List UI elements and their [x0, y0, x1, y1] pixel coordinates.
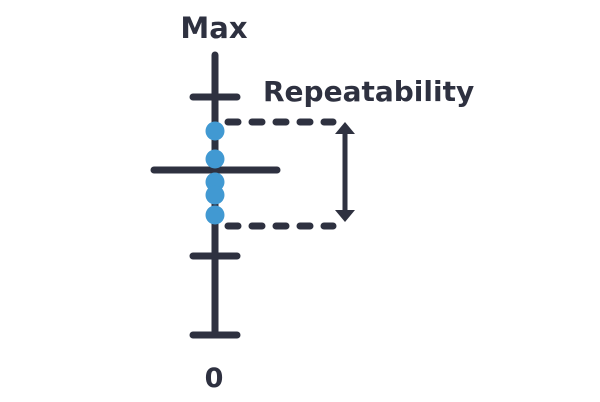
measurement-point [205, 172, 225, 192]
measurement-point [205, 205, 225, 225]
zero-label: 0 [205, 363, 224, 394]
max-label: Max [180, 11, 247, 45]
repeatability-label: Repeatability [263, 75, 474, 108]
arrow-up-icon [335, 122, 355, 134]
measurement-point [205, 121, 225, 141]
measurement-point [205, 185, 225, 205]
arrow-down-icon [335, 210, 355, 222]
range-arrow [335, 122, 355, 222]
measurement-point [205, 149, 225, 169]
